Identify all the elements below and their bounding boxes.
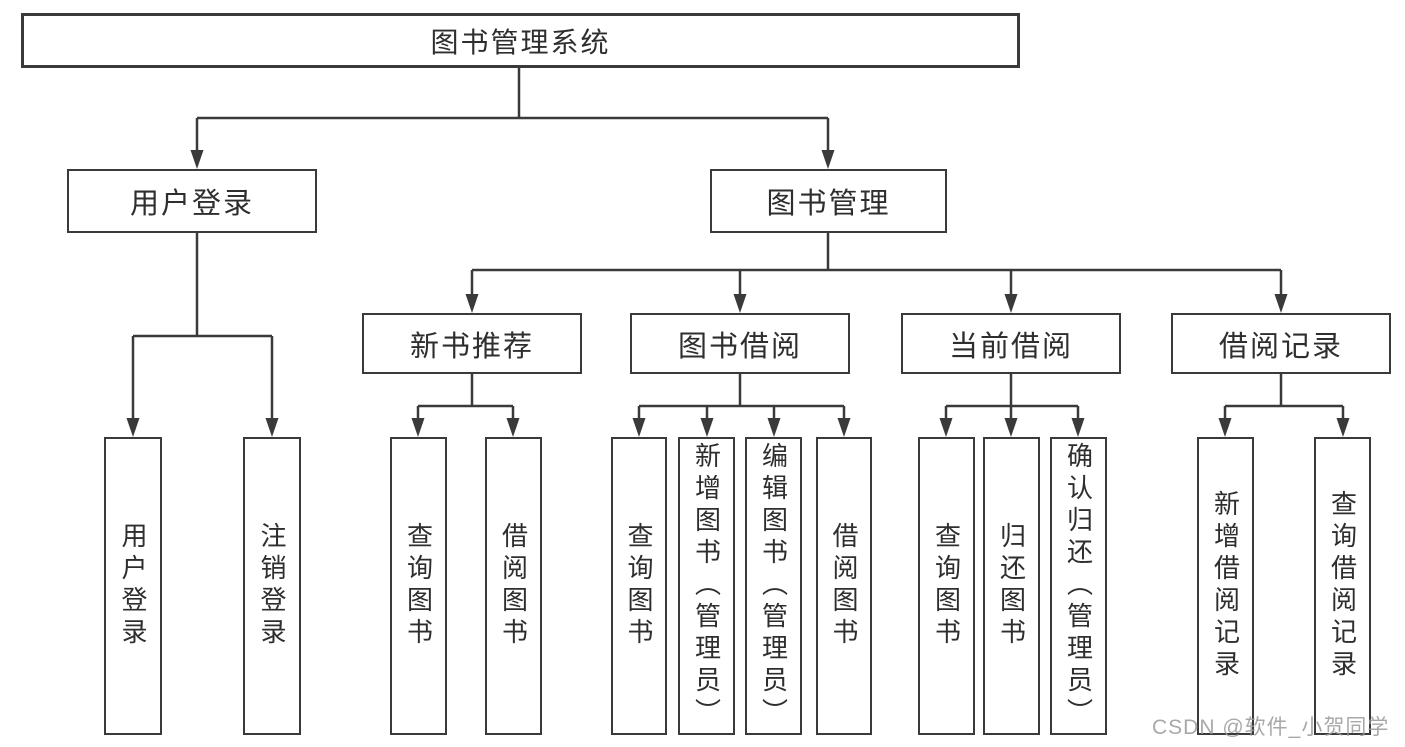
leaf-confirm-return-admin: 确认归还（管理员） — [1050, 437, 1107, 735]
csdn-watermark: CSDN @软件_小贺同学 — [1152, 716, 1390, 739]
node-book-borrow: 图书借阅 — [630, 313, 850, 374]
node-book-management: 图书管理 — [710, 169, 947, 233]
node-current-borrow: 当前借阅 — [901, 313, 1121, 374]
node-user-login: 用户登录 — [67, 169, 317, 233]
leaf-borrow-books-recommend: 借阅图书 — [485, 437, 542, 735]
leaf-query-books-recommend: 查询图书 — [390, 437, 447, 735]
leaf-borrow-books: 借阅图书 — [816, 437, 872, 735]
leaf-add-borrow-record: 新增借阅记录 — [1197, 437, 1254, 735]
leaf-user-login: 用户登录 — [104, 437, 162, 735]
node-new-book-recommend: 新书推荐 — [362, 313, 582, 374]
leaf-query-borrow-record: 查询借阅记录 — [1314, 437, 1371, 735]
leaf-add-books-admin: 新增图书（管理员） — [678, 437, 735, 735]
leaf-query-books-current: 查询图书 — [918, 437, 975, 735]
arrowheads — [126, 150, 1350, 437]
leaf-return-books: 归还图书 — [983, 437, 1040, 735]
leaf-query-books-borrow: 查询图书 — [611, 437, 667, 735]
leaf-logout: 注销登录 — [243, 437, 301, 735]
node-borrow-records: 借阅记录 — [1171, 313, 1391, 374]
node-library-system: 图书管理系统 — [21, 13, 1020, 68]
leaf-edit-books-admin: 编辑图书（管理员） — [745, 437, 802, 735]
